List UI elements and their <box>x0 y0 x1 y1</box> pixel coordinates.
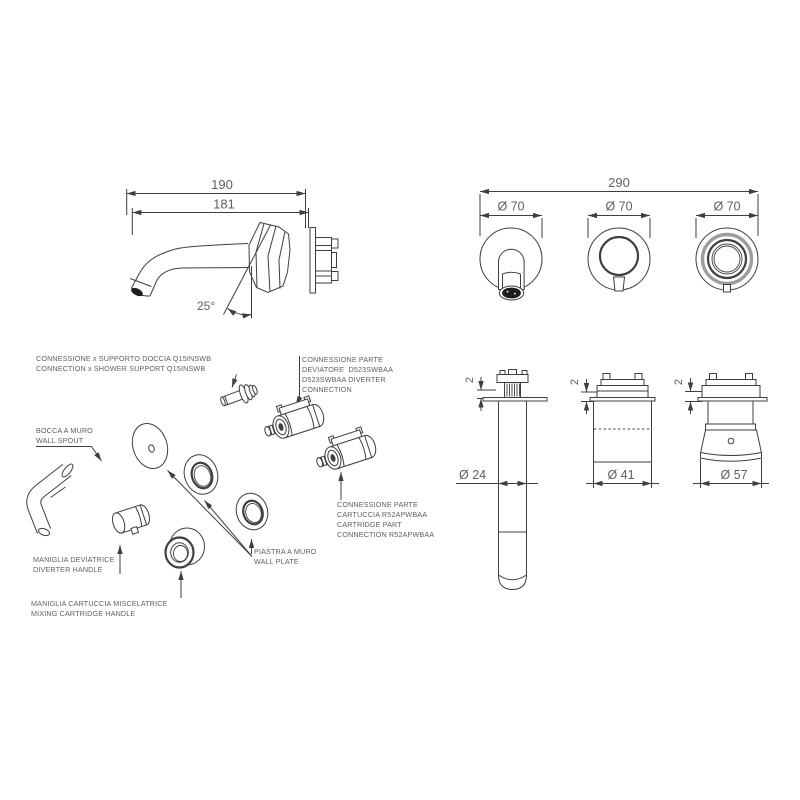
spout-section-view: 2 Ø 24 <box>456 369 548 591</box>
label-diverter-connection-line4: CONNECTION <box>302 385 352 394</box>
spout-section-tube <box>498 401 527 591</box>
diverter-section-body <box>697 373 768 462</box>
angle-annotation: 25° <box>197 224 271 319</box>
diverter-handle-part <box>111 504 151 535</box>
dim-spout-length-inner: 181 <box>213 197 235 212</box>
label-wall-plate: PIASTRA A MURO WALL PLATE <box>167 470 317 566</box>
spout-profile <box>129 243 249 297</box>
spout-plate-front <box>479 227 543 301</box>
spout-section-fitting <box>482 369 548 402</box>
label-diverter-connection-line3: D523SWBAA DIVERTER <box>302 375 386 384</box>
exploded-view: CONNESSIONE x SUPPORTO DOCCIA Q15INSWB C… <box>26 354 434 618</box>
dim-diverter-plate-thickness: 2 <box>673 379 685 385</box>
cartridge-section-view: 2 Ø 41 <box>569 373 659 488</box>
label-mixing-handle-line1: MANIGLIA CARTUCCIA MISCELATRICE <box>31 599 168 608</box>
label-cartridge-connection-line1: CONNESSIONE PARTE <box>337 500 418 509</box>
dim-diverter-diameter: Ø 57 <box>720 468 747 482</box>
diverter-section-view: 2 Ø 57 <box>673 373 769 488</box>
label-diverter-connection-line1: CONNESSIONE PARTE <box>302 355 383 364</box>
mixer-handle-plate-front <box>587 227 651 292</box>
label-wall-spout: BOCCA A MURO WALL SPOUT <box>36 426 102 462</box>
label-wall-plate-line1: PIASTRA A MURO <box>254 547 317 556</box>
dim-plate3-diameter: Ø 70 <box>713 200 740 214</box>
mixing-cartridge-handle-part <box>164 527 205 569</box>
label-mixing-handle: MANIGLIA CARTUCCIA MISCELATRICE MIXING C… <box>31 571 184 618</box>
label-shower-support-connection: CONNESSIONE x SUPPORTO DOCCIA Q15INSWB C… <box>36 354 238 388</box>
cartridge-section-body <box>589 373 656 463</box>
label-cartridge-connection: CONNESSIONE PARTE CARTUCCIA R52APWBAA CA… <box>337 472 434 539</box>
label-mixing-handle-line2: MIXING CARTRIDGE HANDLE <box>31 609 135 618</box>
wall-flange <box>309 227 339 294</box>
shower-support-screw-part <box>220 384 258 407</box>
dim-spout-length-outer: 190 <box>211 177 233 192</box>
wall-plate-ring-1 <box>183 454 219 495</box>
label-cartridge-connection-line4: CONNECTION R52APWBAA <box>337 530 434 539</box>
label-diverter-handle-line1: MANIGLIA DEVIATRICE <box>33 555 114 564</box>
dim-cartridge-diameter: Ø 41 <box>607 468 634 482</box>
label-shower-support-line1: CONNESSIONE x SUPPORTO DOCCIA Q15INSWB <box>36 354 211 363</box>
label-diverter-connection-line2: DEVIATORE D523SWBAA <box>302 365 393 374</box>
label-diverter-handle: MANIGLIA DEVIATRICE DIVERTER HANDLE <box>33 545 123 574</box>
dim-spout-plate-thickness: 2 <box>464 377 476 383</box>
dim-spout-angle: 25° <box>197 299 215 313</box>
label-wall-spout-line2: WALL SPOUT <box>36 436 84 445</box>
wall-spout-part <box>26 463 74 537</box>
trim-front-view: 290 Ø 70 Ø 70 Ø 70 <box>479 175 759 301</box>
label-wall-plate-line2: WALL PLATE <box>254 557 299 566</box>
label-cartridge-connection-line3: CARTRIDGE PART <box>337 520 402 529</box>
dim-plate2-diameter: Ø 70 <box>605 200 632 214</box>
dim-trim-total-width: 290 <box>608 175 630 190</box>
label-cartridge-connection-line2: CARTUCCIA R52APWBAA <box>337 510 427 519</box>
wall-plate-ring-2 <box>235 492 269 531</box>
label-diverter-handle-line2: DIVERTER HANDLE <box>33 565 103 574</box>
label-shower-support-line2: CONNECTION x SHOWER SUPPORT Q15INSWB <box>36 364 205 373</box>
diverter-plate-front <box>695 227 759 293</box>
spout-side-view: 190 181 <box>126 177 339 319</box>
label-wall-spout-line1: BOCCA A MURO <box>36 426 93 435</box>
dim-plate1-diameter: Ø 70 <box>497 200 524 214</box>
wall-plate-disc <box>131 423 169 469</box>
dim-spout-tube-diameter: Ø 24 <box>459 468 486 482</box>
mixer-body <box>248 221 291 294</box>
dim-cartridge-plate-thickness: 2 <box>569 379 581 385</box>
